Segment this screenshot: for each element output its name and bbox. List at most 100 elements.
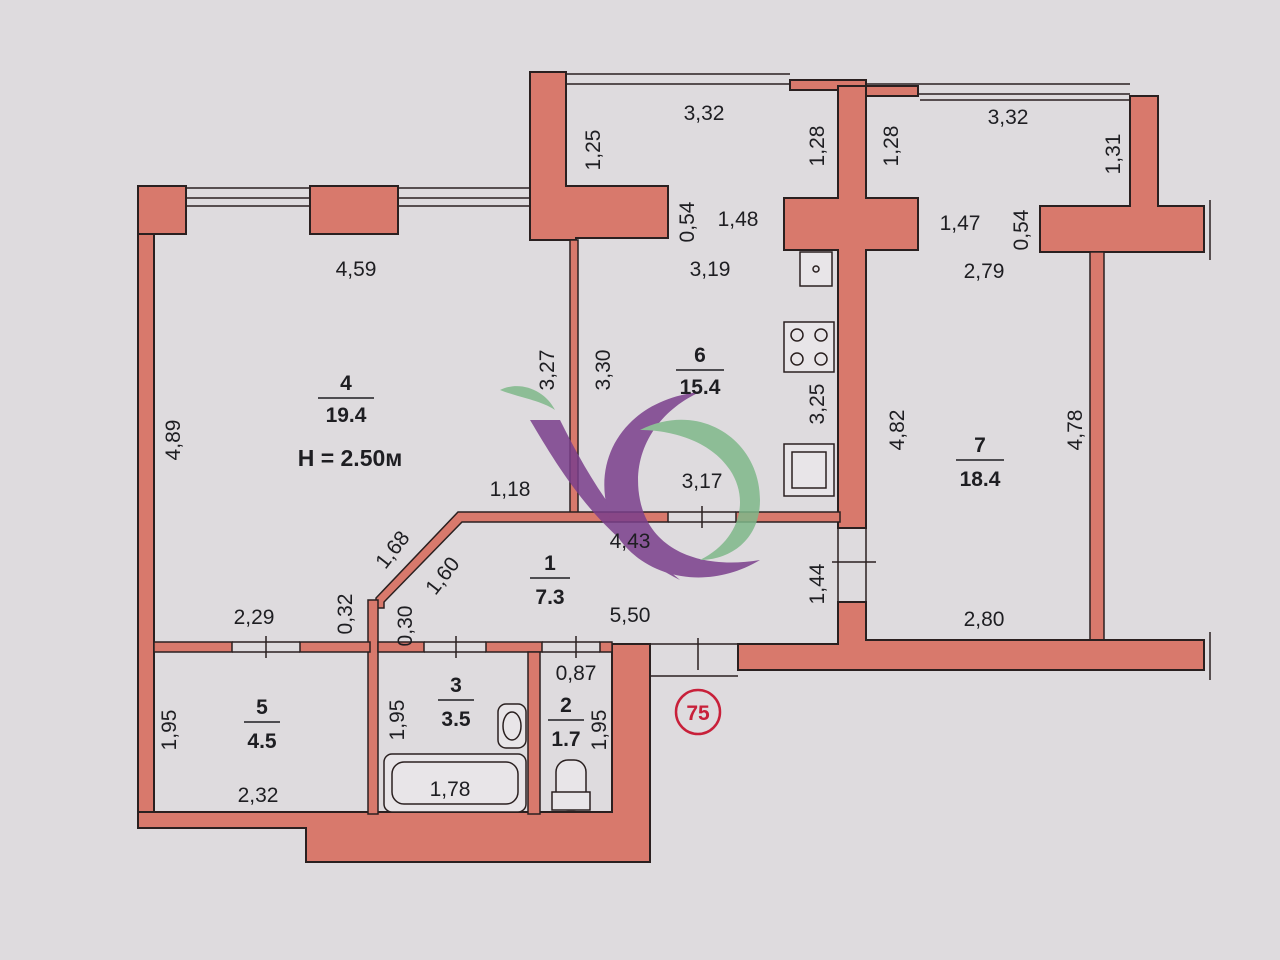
- dimension-label: 1,44: [806, 563, 829, 604]
- dimension-label: 1,18: [490, 478, 531, 501]
- room-labels: 4 19.4 H = 2.50м 6 15.4 7 18.4 1 7.3 5 4…: [244, 344, 1004, 753]
- room-2-label: 2 1.7: [548, 694, 584, 751]
- dimension-label: 4,43: [610, 530, 651, 553]
- bathtub-icon: [383, 753, 527, 813]
- washbasin-bowl-icon: [502, 711, 522, 741]
- dimension-label: 1,28: [806, 126, 829, 167]
- ceiling-height: H = 2.50м: [298, 445, 403, 471]
- dimension-label: 1,47: [940, 212, 981, 235]
- partition-wall: [153, 641, 233, 653]
- dimension-label: 1,25: [582, 130, 605, 171]
- dimension-label: 2,80: [964, 608, 1005, 631]
- wall-pier: [529, 71, 669, 241]
- unit-number-badge: 75: [674, 688, 722, 736]
- room-7-label: 7 18.4: [956, 434, 1004, 491]
- unit-number: 75: [686, 702, 710, 725]
- dimension-label: 1,31: [1102, 134, 1125, 175]
- partition-wall: [1089, 251, 1105, 641]
- partition-wall: [377, 641, 425, 653]
- dimension-label: 2,32: [238, 784, 279, 807]
- room-number: 3: [450, 674, 462, 697]
- dimension-label: 0,30: [394, 606, 417, 647]
- window: [566, 73, 1130, 101]
- dimension-label: 0,32: [334, 594, 357, 635]
- bottom-right-wall: [737, 601, 1205, 671]
- drain-icon: [812, 265, 820, 273]
- window: [186, 187, 530, 207]
- dimension-label: 1,28: [880, 126, 903, 167]
- dimension-label: 4,78: [1064, 410, 1087, 451]
- dimension-label: 3,19: [690, 258, 731, 281]
- entry-door: [650, 528, 876, 677]
- partition-wall: [367, 599, 379, 815]
- stove-icon: [783, 321, 835, 373]
- kitchen-sink-basin-icon: [791, 451, 827, 489]
- partition-wall: [299, 641, 371, 653]
- dimension-label: 3,32: [684, 102, 725, 125]
- dimension-label: 1,78: [430, 778, 471, 801]
- bottom-left-wall: [137, 643, 651, 863]
- dimension-label: 0,87: [556, 662, 597, 685]
- door: [232, 636, 300, 658]
- room-number: 5: [256, 696, 268, 719]
- bathtub-inner-icon: [391, 761, 519, 805]
- toilet-tank-icon: [551, 791, 591, 811]
- dimension-label: 3,27: [536, 350, 559, 391]
- room-number: 1: [544, 552, 556, 575]
- logo-swoosh: [604, 392, 760, 578]
- dimension-label: 3,17: [682, 470, 723, 493]
- walls: [137, 71, 1205, 863]
- dimension-label: 4,59: [336, 258, 377, 281]
- logo-swoosh: [500, 386, 555, 410]
- dimension-label: 3,32: [988, 106, 1029, 129]
- dimension-label: 3,30: [592, 350, 615, 391]
- dimension-label: 4,89: [162, 420, 185, 461]
- dimension-label: 2,79: [964, 260, 1005, 283]
- burner-icon: [814, 352, 828, 366]
- dimension-label: 4,82: [886, 410, 909, 451]
- room-area: 1.7: [551, 728, 580, 751]
- room-6-label: 6 15.4: [676, 344, 724, 399]
- wall-pier: [309, 185, 399, 235]
- room-area: 3.5: [441, 708, 471, 731]
- room-area: 7.3: [535, 586, 564, 609]
- watermark-logo: [500, 386, 760, 580]
- room-number: 7: [974, 434, 986, 457]
- room-3-label: 3 3.5: [438, 674, 474, 731]
- partition-wall: [735, 511, 841, 523]
- room-1-label: 1 7.3: [530, 552, 570, 609]
- dimension-label: 3,25: [806, 384, 829, 425]
- room-5-label: 5 4.5: [244, 696, 280, 753]
- burner-icon: [790, 328, 804, 342]
- partition-wall: [599, 641, 613, 653]
- room-area: 15.4: [680, 376, 721, 399]
- dimension-label: 1,95: [158, 710, 181, 751]
- partition-wall: [527, 651, 541, 815]
- room-area: 19.4: [326, 404, 367, 427]
- wall-pier: [137, 185, 187, 235]
- partitions: [153, 200, 1211, 815]
- room-area: 18.4: [960, 468, 1001, 491]
- dimension-label: 0,54: [1010, 209, 1033, 250]
- room-4-label: 4 19.4 H = 2.50м: [298, 372, 403, 471]
- room-area: 4.5: [247, 730, 277, 753]
- partition-wall: [485, 641, 543, 653]
- dimension-label: 2,29: [234, 606, 275, 629]
- sink-icon: [799, 251, 833, 287]
- fixtures: [383, 251, 835, 813]
- door: [424, 636, 600, 658]
- dimension-label: 1,95: [386, 700, 409, 741]
- logo-swoosh: [530, 420, 680, 580]
- room-number: 4: [340, 372, 352, 395]
- door: [668, 506, 736, 528]
- wall-pier: [865, 85, 919, 97]
- dimension-label: 5,50: [610, 604, 651, 627]
- burner-icon: [790, 352, 804, 366]
- room-number: 2: [560, 694, 572, 717]
- wall-pier: [1039, 95, 1205, 253]
- logo-swoosh: [640, 419, 760, 560]
- dimension-label: 0,54: [676, 201, 699, 242]
- dimensions: 3,32 1,25 1,28 1,28 3,32 1,31 0,54 1,48 …: [158, 102, 1125, 807]
- washbasin-icon: [497, 703, 527, 749]
